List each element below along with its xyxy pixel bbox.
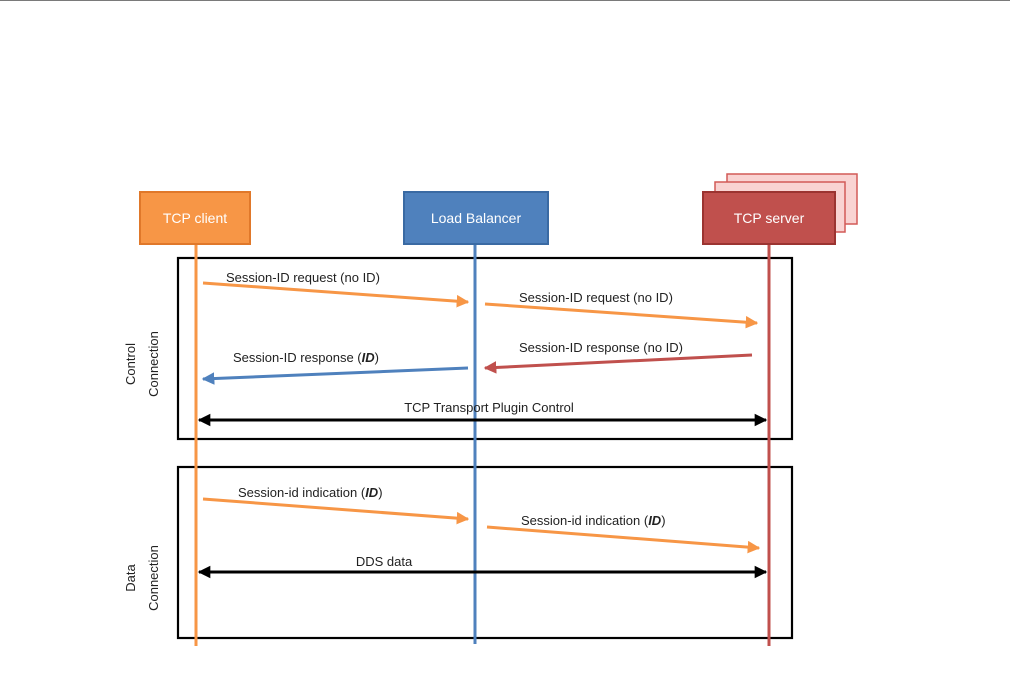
data-connection-label: Data Connection (123, 545, 161, 611)
session-id-response-server-label: Session-ID response (no ID) (519, 340, 683, 355)
tcp-client-label: TCP client (163, 210, 227, 226)
load-balancer-box (403, 191, 549, 245)
session-id-indication-lb-label-part-0: Session-id indication ( (521, 513, 649, 528)
session-id-indication-lb-label-part-2: ) (661, 513, 665, 528)
session-id-response-lb-label: Session-ID response (ID) (233, 350, 379, 365)
tcp-client-box (139, 191, 251, 245)
control-connection-label: Control Connection (123, 331, 161, 397)
data-connection-frame (176, 465, 794, 640)
tcp-transport-plugin-control-label: TCP Transport Plugin Control (404, 400, 574, 415)
session-id-indication-lb-label-part-1: ID (648, 513, 662, 528)
tcp-server-label: TCP server (734, 210, 805, 226)
dds-data-label-part-0: DDS data (356, 554, 413, 569)
session-id-indication-client-arrow (202, 497, 470, 525)
session-id-response-server-label-part-0: Session-ID response (no ID) (519, 340, 683, 355)
control-connection-frame (176, 256, 794, 441)
session-id-indication-client-label-part-1: ID (365, 485, 379, 500)
dds-data-label: DDS data (356, 554, 413, 569)
session-id-request-lb-arrow (484, 302, 759, 329)
session-id-request-lb-label-part-0: Session-ID request (no ID) (519, 290, 673, 305)
session-id-request-client-label-part-0: Session-ID request (no ID) (226, 270, 380, 285)
data-connection-label-line1: Data (123, 564, 138, 592)
session-id-indication-lb-arrow (486, 525, 761, 554)
session-id-request-client-arrow (202, 281, 470, 308)
session-id-indication-lb-label: Session-id indication (ID) (521, 513, 666, 528)
session-id-response-lb-label-part-2: ) (375, 350, 379, 365)
data-connection-label-line2: Connection (146, 545, 161, 611)
control-connection-label-line2: Connection (146, 331, 161, 397)
control-connection-label-line1: Control (123, 343, 138, 385)
load-balancer-label: Load Balancer (431, 210, 522, 226)
session-id-response-lb-label-part-0: Session-ID response ( (233, 350, 362, 365)
tcp-server-box (702, 191, 836, 245)
session-id-response-lb-label-part-1: ID (362, 350, 376, 365)
session-id-indication-client-label: Session-id indication (ID) (238, 485, 383, 500)
session-id-response-lb-arrow (201, 366, 469, 385)
tcp-transport-plugin-control-label-part-0: TCP Transport Plugin Control (404, 400, 574, 415)
top-rule (0, 0, 1010, 1)
session-id-request-lb-label: Session-ID request (no ID) (519, 290, 673, 305)
session-id-response-server-arrow (483, 353, 753, 374)
session-id-indication-client-label-part-0: Session-id indication ( (238, 485, 366, 500)
session-id-request-client-label: Session-ID request (no ID) (226, 270, 380, 285)
session-id-indication-client-label-part-2: ) (378, 485, 382, 500)
